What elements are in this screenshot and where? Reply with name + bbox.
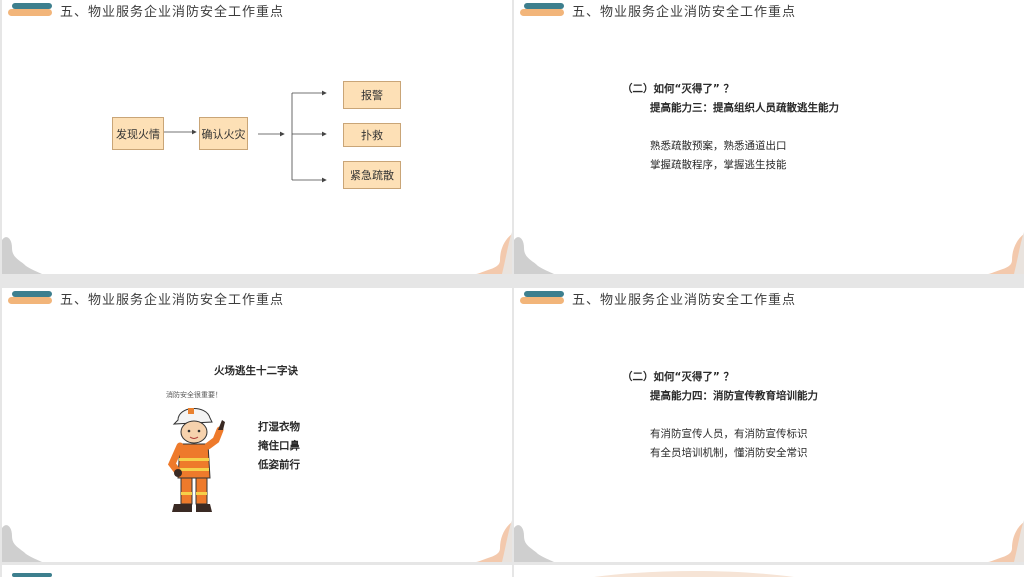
point-2: 掌握疏散程序，掌握逃生技能 — [650, 159, 787, 171]
slide-title: 五、物业服务企业消防安全工作重点 — [572, 293, 797, 308]
corner-decoration-right — [988, 520, 1024, 562]
slide-1[interactable]: 五、物业服务企业消防安全工作重点 发现火情 确认火灾 报警 扑救 紧急疏散 — [2, 0, 512, 274]
flow-box-discover-fire: 发现火情 — [112, 117, 164, 150]
ability-heading: 提高能力四：消防宣传教育培训能力 — [650, 390, 818, 402]
firefighter-caption: 消防安全很重要！ — [166, 391, 222, 399]
firefighter-illustration — [167, 408, 225, 512]
point-1: 有消防宣传人员，有消防宣传标识 — [650, 428, 808, 440]
slide-6-decoration — [594, 571, 794, 577]
tip-1: 打湿衣物 — [258, 421, 300, 433]
corner-decoration-left — [514, 237, 554, 274]
question-heading: （二）如何“灭得了” ？ — [622, 371, 734, 383]
brand-logo — [12, 573, 52, 577]
flow-box-confirm-fire: 确认火灾 — [199, 117, 248, 150]
slide-title: 五、物业服务企业消防安全工作重点 — [572, 5, 797, 20]
slide-title: 五、物业服务企业消防安全工作重点 — [60, 5, 285, 20]
slide-6-preview[interactable] — [514, 565, 1024, 577]
corner-decoration-left — [514, 525, 554, 562]
escape-heading: 火场逃生十二字诀 — [214, 365, 298, 377]
corner-decoration-right — [988, 232, 1024, 274]
brand-logo — [520, 291, 564, 304]
flow-box-alarm: 报警 — [343, 81, 401, 109]
slide-2[interactable]: 五、物业服务企业消防安全工作重点 （二）如何“灭得了” ？ 提高能力三：提高组织… — [514, 0, 1024, 274]
flow-box-evacuate: 紧急疏散 — [343, 161, 401, 189]
brand-logo — [8, 3, 52, 16]
question-heading: （二）如何“灭得了” ？ — [622, 83, 734, 95]
brand-logo — [8, 291, 52, 304]
corner-decoration-left — [2, 525, 42, 562]
slide-title: 五、物业服务企业消防安全工作重点 — [60, 293, 285, 308]
flow-box-extinguish: 扑救 — [343, 123, 401, 147]
point-1: 熟悉疏散预案，熟悉通道出口 — [650, 140, 787, 152]
slide-3[interactable]: 五、物业服务企业消防安全工作重点 火场逃生十二字诀 消防安全很重要！ 打湿衣物 … — [2, 288, 512, 562]
ability-heading: 提高能力三：提高组织人员疏散逃生能力 — [650, 102, 839, 114]
tip-2: 掩住口鼻 — [258, 440, 300, 452]
flow-connectors — [164, 90, 327, 183]
slide-4[interactable]: 五、物业服务企业消防安全工作重点 （二）如何“灭得了” ？ 提高能力四：消防宣传… — [514, 288, 1024, 562]
corner-decoration-left — [2, 237, 42, 274]
point-2: 有全员培训机制，懂消防安全常识 — [650, 447, 808, 459]
tip-3: 低姿前行 — [258, 459, 300, 471]
brand-logo — [520, 3, 564, 16]
slide-5-preview[interactable] — [2, 565, 512, 577]
corner-decoration-right — [476, 520, 512, 562]
corner-decoration-right — [476, 232, 512, 274]
